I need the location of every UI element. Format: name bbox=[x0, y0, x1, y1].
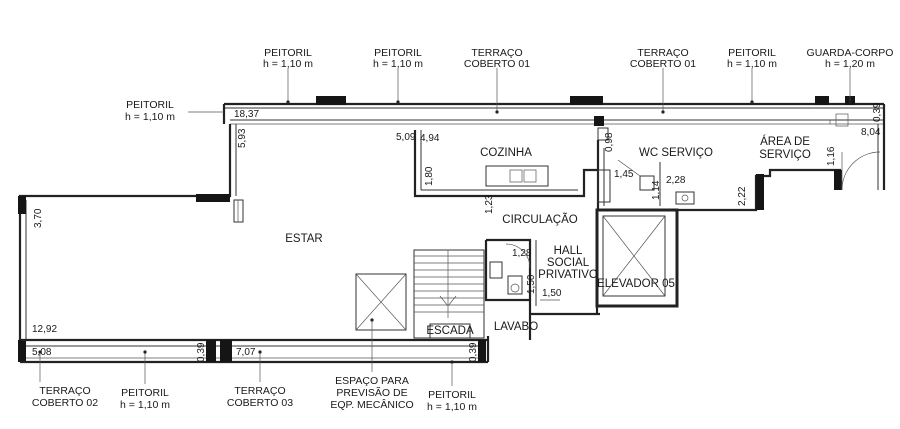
dim-1-23: 1,23 bbox=[484, 194, 495, 214]
peitoril-label-3: PEITORIL bbox=[728, 47, 776, 59]
dim-2-28: 2,28 bbox=[666, 175, 686, 186]
peitoril-left-label: PEITORIL bbox=[126, 99, 174, 111]
dim-0-39-left: 0,39 bbox=[196, 342, 207, 362]
room-lavabo: LAVABO bbox=[494, 321, 538, 333]
elevator-shaft bbox=[530, 208, 679, 316]
terraco-02-sub: COBERTO 02 bbox=[32, 397, 98, 409]
terraco-03-label: TERRAÇO bbox=[234, 385, 285, 397]
dim-2-22: 2,22 bbox=[737, 186, 748, 206]
guarda-corpo-label: GUARDA-CORPO bbox=[807, 47, 894, 59]
peitoril-label-2: PEITORIL bbox=[374, 47, 422, 59]
peitoril-bottom-label-1: PEITORIL bbox=[121, 387, 169, 399]
peitoril-bottom-height-2: h = 1,10 m bbox=[427, 401, 477, 413]
eqp-label-1: ESPAÇO PARA bbox=[335, 375, 409, 387]
bottom-band-markers bbox=[38, 111, 454, 386]
dim-0-98: 0,98 bbox=[604, 132, 615, 152]
room-circulacao: CIRCULAÇÃO bbox=[502, 213, 577, 226]
dim-5-08: 5,08 bbox=[32, 347, 52, 358]
dim-7-07: 7,07 bbox=[236, 347, 256, 358]
dim-5-09: 5,09 bbox=[396, 132, 416, 143]
terraco-03-sub: COBERTO 03 bbox=[227, 397, 293, 409]
room-area-servico-2: SERVIÇO bbox=[759, 149, 811, 161]
terraco-label-1: TERRAÇO bbox=[471, 47, 522, 59]
peitoril-bottom-label-2: PEITORIL bbox=[428, 389, 476, 401]
peitoril-bottom-height-1: h = 1,10 m bbox=[120, 399, 170, 411]
lavabo-hall bbox=[484, 238, 560, 340]
peitoril-height-1: h = 1,10 m bbox=[263, 58, 313, 70]
room-cozinha: COZINHA bbox=[480, 147, 532, 159]
top-terrace bbox=[222, 68, 886, 190]
dim-1-16: 1,16 bbox=[826, 146, 837, 166]
dim-1-14: 1,14 bbox=[651, 180, 662, 200]
peitoril-left-height: h = 1,10 m bbox=[125, 111, 175, 123]
room-elevador: ELEVADOR 05 bbox=[597, 278, 675, 290]
dim-4-94: 4,94 bbox=[420, 133, 440, 144]
dim-1-28: 1,28 bbox=[512, 248, 532, 259]
dim-12-92: 12,92 bbox=[32, 324, 57, 335]
room-hall-1: HALL bbox=[554, 245, 583, 257]
dim-1-50-h: 1,50 bbox=[542, 288, 562, 299]
room-hall-2: SOCIAL bbox=[547, 257, 590, 269]
peitoril-height-3: h = 1,10 m bbox=[727, 58, 777, 70]
eqp-label-2: PREVISÃO DE bbox=[336, 386, 407, 399]
peitoril-height-2: h = 1,10 m bbox=[373, 58, 423, 70]
dim-0-39-top: 0,39 bbox=[872, 102, 883, 122]
room-area-servico-1: ÁREA DE bbox=[760, 135, 810, 148]
dim-5-93: 5,93 bbox=[237, 128, 248, 148]
terraco-02-label: TERRAÇO bbox=[39, 385, 90, 397]
room-hall-3: PRIVATIVO bbox=[538, 269, 598, 281]
stair bbox=[413, 249, 485, 339]
dim-18-37: 18,37 bbox=[234, 109, 259, 120]
guarda-corpo-height: h = 1,20 m bbox=[825, 58, 875, 70]
dim-0-39-right: 0,39 bbox=[468, 342, 479, 362]
dim-1-50-v: 1,50 bbox=[526, 274, 537, 294]
dim-1-80: 1,80 bbox=[424, 166, 435, 186]
room-escada: ESCADA bbox=[426, 325, 474, 337]
peitoril-label-1: PEITORIL bbox=[264, 47, 312, 59]
room-wc-servico: WC SERVIÇO bbox=[639, 147, 713, 159]
eqp-label-3: EQP. MECÂNICO bbox=[330, 398, 413, 411]
terraco-sub-1: COBERTO 01 bbox=[464, 58, 530, 70]
dim-3-70: 3,70 bbox=[33, 208, 44, 228]
dim-1-45: 1,45 bbox=[614, 169, 634, 180]
terraco-label-2: TERRAÇO bbox=[637, 47, 688, 59]
equipment-space bbox=[355, 273, 407, 372]
terraco-sub-2: COBERTO 01 bbox=[630, 58, 696, 70]
exterior-walls bbox=[18, 124, 490, 364]
room-estar: ESTAR bbox=[285, 233, 323, 245]
dim-8-04: 8,04 bbox=[861, 127, 881, 138]
